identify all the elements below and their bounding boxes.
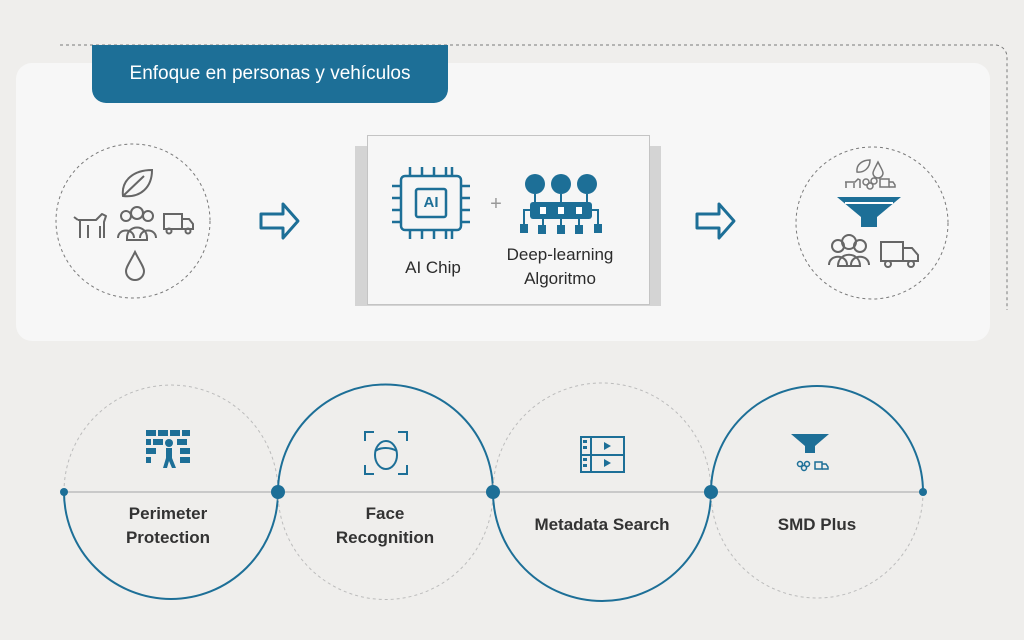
input-circle (55, 143, 211, 299)
algorithm-label-line1: Deep-learning (506, 245, 614, 264)
timeline-node (60, 488, 68, 496)
small-input-icons (845, 159, 896, 190)
feature-circle-smd (710, 385, 924, 599)
neural-network-icon (520, 174, 602, 234)
feature-circle-face (277, 383, 494, 600)
arrow-right-icon (695, 202, 736, 240)
people-group-icon (117, 206, 157, 241)
output-circle (795, 146, 949, 300)
feature-label-line: SMD Plus (777, 515, 857, 534)
timeline-node (486, 485, 500, 499)
funnel-icon (791, 434, 829, 472)
dog-icon (73, 213, 107, 238)
leaf-icon (121, 168, 154, 198)
arrow-right-icon (259, 202, 300, 240)
processor-box (367, 135, 650, 305)
water-drop-icon (124, 249, 146, 281)
timeline-node (271, 485, 285, 499)
wall-person-icon (146, 430, 190, 468)
ai-chip-text: AI (423, 194, 439, 211)
panel-title-tab: Enfoque en personas y vehículos (92, 45, 448, 103)
people-group-icon (828, 234, 870, 267)
truck-icon (163, 213, 194, 235)
feature-label-line: Protection (125, 528, 211, 547)
algorithm-label-line2: Algoritmo (524, 269, 596, 288)
feature-circle-metadata (492, 382, 712, 602)
feature-label-perimeter: Perimeter Protection (88, 502, 248, 550)
video-grid-icon (580, 436, 625, 473)
face-scan-icon (364, 431, 408, 475)
feature-label-line: Recognition (335, 528, 435, 547)
feature-label-face: Face Recognition (305, 502, 465, 550)
timeline-node (919, 488, 927, 496)
dashed-outline (60, 44, 1008, 310)
ai-chip-icon (392, 167, 470, 239)
ai-chip-label: AI Chip (405, 258, 461, 277)
feature-label-line: Face (365, 504, 405, 523)
feature-label-metadata: Metadata Search (512, 513, 692, 537)
feature-circle-perimeter (63, 384, 279, 600)
feature-label-line: Metadata Search (534, 515, 670, 534)
plus-sign: + (490, 193, 502, 215)
feature-label-line: Perimeter (128, 504, 208, 523)
funnel-icon (837, 197, 901, 227)
truck-icon (880, 241, 919, 268)
feature-label-smd: SMD Plus (737, 513, 897, 537)
timeline-node (704, 485, 718, 499)
